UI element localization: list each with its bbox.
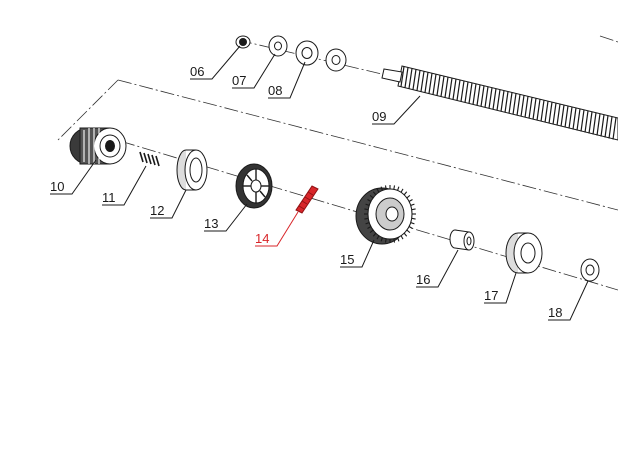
callout-label: 09 [372,109,386,124]
leader-line [548,280,589,321]
callout-label: 08 [268,83,282,98]
leader-line [340,239,375,268]
callout-label: 12 [150,203,164,218]
part-08b-washer[interactable] [325,48,347,72]
callout-label: 13 [204,216,218,231]
callout-label: 14 [255,231,269,246]
leader-line [150,189,187,219]
callout-14: 14 [255,211,299,247]
callout-label: 06 [190,64,204,79]
callout-17: 17 [484,272,517,304]
callout-06: 06 [190,45,241,80]
callout-label: 16 [416,272,430,287]
leader-line [204,203,248,232]
callout-15: 15 [340,239,375,268]
part-08-washer[interactable] [295,40,319,66]
part-12-bearing[interactable] [176,149,208,191]
callout-label: 18 [548,305,562,320]
callout-18: 18 [548,280,589,321]
callout-label: 10 [50,179,64,194]
callout-11: 11 [102,165,147,206]
part-14-pin[interactable] [295,185,319,214]
connector-axis-top [117,79,618,211]
leader-line [50,159,97,195]
part-11-spring[interactable] [139,151,160,167]
callout-label: 15 [340,252,354,267]
callout-label: 07 [232,73,246,88]
leader-line [484,272,517,304]
callout-10: 10 [50,159,97,195]
part-16-bushing[interactable] [449,229,475,251]
callout-label: 11 [102,190,116,205]
callout-13: 13 [204,203,248,232]
part-13-clutch-plate[interactable] [235,163,273,209]
leader-line [102,165,147,206]
part-15-gear[interactable] [355,185,416,245]
callout-07: 07 [232,53,276,89]
leader-line [232,53,276,89]
part-07-washer[interactable] [268,35,288,57]
leader-line [255,211,299,247]
callout-16: 16 [416,249,459,288]
part-09-threaded-shaft[interactable] [381,65,618,141]
leader-line [268,61,306,99]
corner-axis-mark [599,35,618,43]
part-06-nut[interactable] [235,35,251,49]
callout-09: 09 [372,95,421,125]
leader-line [416,249,459,288]
leader-line [190,45,241,80]
callout-12: 12 [150,189,187,219]
leader-line [372,95,421,125]
callout-label: 17 [484,288,498,303]
part-17-bearing[interactable] [505,232,543,274]
part-18-washer[interactable] [580,258,600,282]
callout-08: 08 [268,61,306,99]
connector-axis-left [57,79,119,141]
part-10-hub-assembly[interactable] [69,127,127,165]
